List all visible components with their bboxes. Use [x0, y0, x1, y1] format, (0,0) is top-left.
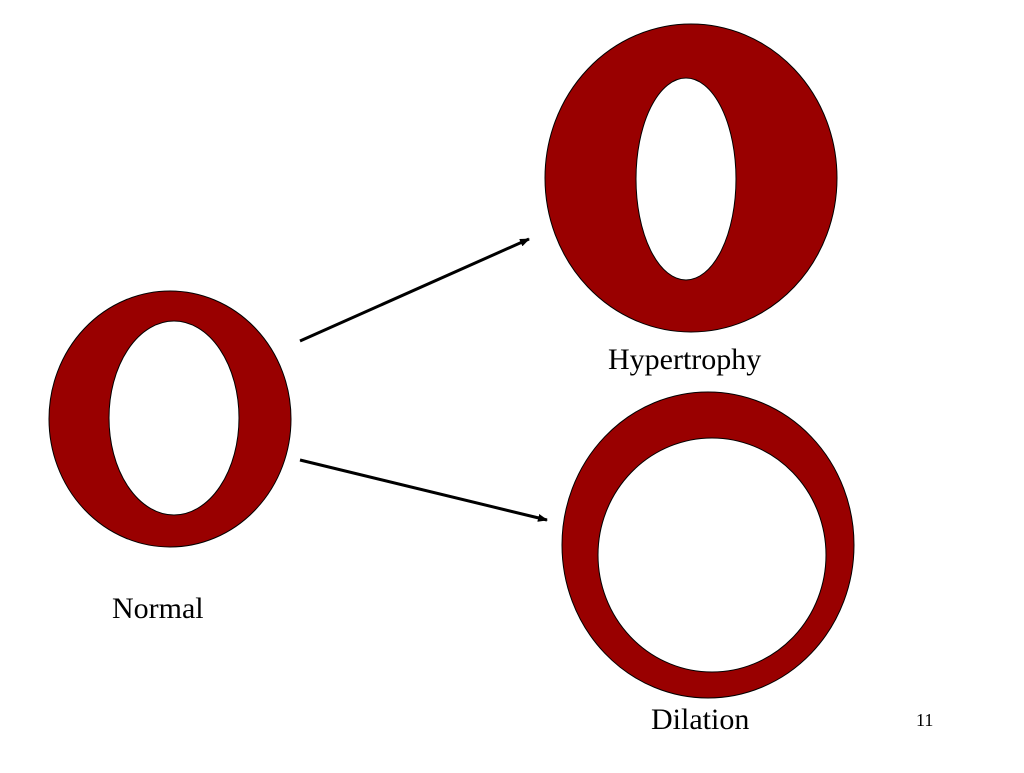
hypertrophy-cavity: [635, 77, 737, 281]
hypertrophy-ventricle: [544, 23, 838, 333]
normal-cavity: [108, 320, 240, 516]
dilation-cavity: [597, 437, 827, 673]
label-normal: Normal: [112, 592, 204, 625]
arrow-to-hypertrophy: [299, 237, 530, 343]
arrow-to-dilation: [299, 458, 548, 522]
label-hypertrophy: Hypertrophy: [608, 343, 762, 376]
page-number: 11: [916, 710, 934, 730]
normal-ventricle: [48, 290, 292, 548]
label-dilation: Dilation: [651, 703, 750, 736]
dilation-ventricle: [561, 391, 855, 699]
